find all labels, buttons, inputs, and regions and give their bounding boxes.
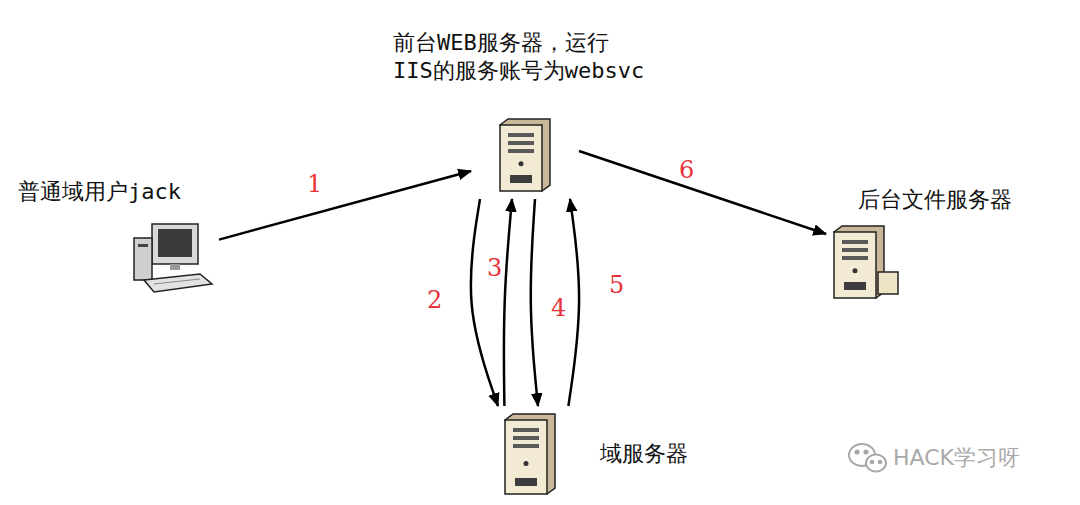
step-number: 1 (306, 172, 323, 196)
node-illustration (475, 115, 575, 195)
arrow-connector (568, 199, 579, 406)
domain-server: 域服务器 (490, 410, 570, 498)
step-number: 3 (486, 256, 503, 280)
arrow-connector (504, 199, 512, 406)
wechat-icon (849, 444, 886, 472)
arrow-connector (219, 171, 471, 240)
server-symbol (834, 226, 898, 298)
watermark-text: HACK学习呀 (893, 443, 1020, 473)
arrow-connector (579, 151, 826, 234)
node-illustration (830, 222, 900, 302)
node-label: 前台WEB服务器，运行 IIS的服务账号为websvc (393, 29, 668, 84)
computer-symbol (134, 224, 212, 292)
user-workstation: 普通域用户jack (130, 218, 215, 298)
node-label: 普通域用户jack (18, 178, 181, 206)
web-server: 前台WEB服务器，运行 IIS的服务账号为websvc (475, 115, 575, 195)
server-symbol (505, 414, 555, 494)
node-label: 后台文件服务器 (858, 186, 1012, 214)
node-illustration (490, 410, 570, 498)
step-number: 5 (608, 273, 625, 297)
step-number: 4 (550, 296, 567, 320)
node-illustration (130, 218, 215, 298)
arrow-connector (531, 199, 538, 406)
arrow-connector (471, 199, 498, 406)
file-server: 后台文件服务器 (830, 222, 900, 302)
step-number: 2 (426, 288, 443, 312)
step-number: 6 (678, 158, 695, 182)
server-symbol (500, 119, 550, 191)
node-label: 域服务器 (600, 440, 688, 468)
